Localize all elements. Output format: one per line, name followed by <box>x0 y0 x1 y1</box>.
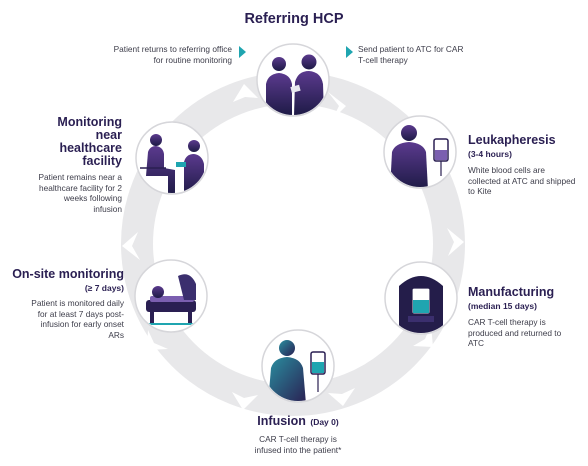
top-right-note: Send patient to ATC for CAR T-cell thera… <box>358 44 464 65</box>
onsite-monitoring-desc: Patient is monitored daily for at least … <box>31 298 124 340</box>
infusion-desc: CAR T-cell therapy is infused into the p… <box>254 434 342 455</box>
node-infusion <box>261 329 335 403</box>
node-manufacturing <box>384 261 458 335</box>
manufacturing-title: Manufacturing <box>468 285 555 299</box>
leukapheresis-label: Leukapheresis (3-4 hours) White blood ce… <box>468 134 578 197</box>
lab-container-icon <box>399 276 443 333</box>
monitoring-near-facility-label: Monitoring near healthcare facility Pati… <box>14 116 122 214</box>
infusion-duration: (Day 0) <box>310 417 339 427</box>
top-left-note: Patient returns to referring office for … <box>113 44 232 65</box>
infusion-patient-icon <box>268 340 326 401</box>
node-leukapheresis <box>383 115 457 189</box>
onsite-monitoring-duration: (≥ 7 days) <box>84 283 124 293</box>
monitoring-near-facility-title: Monitoring near healthcare facility <box>57 115 122 168</box>
infusion-label: Infusion (Day 0) CAR T-cell therapy is i… <box>224 412 372 455</box>
arrow-right-marker <box>346 46 353 58</box>
page-title: Referring HCP <box>244 11 344 27</box>
leukapheresis-duration: (3-4 hours) <box>468 149 512 159</box>
leukapheresis-title: Leukapheresis <box>468 133 556 147</box>
node-referring-hcp <box>256 43 330 117</box>
arrow-left-marker <box>239 46 246 58</box>
manufacturing-label: Manufacturing (median 15 days) CAR T-cel… <box>468 286 578 349</box>
onsite-monitoring-title: On-site monitoring <box>12 267 124 281</box>
manufacturing-desc: CAR T-cell therapy is produced and retur… <box>468 317 562 348</box>
infusion-title: Infusion <box>257 414 306 428</box>
doctor-patient-icon <box>266 54 324 115</box>
monitoring-near-facility-desc: Patient remains near a healthcare facili… <box>38 172 122 214</box>
leukapheresis-desc: White blood cells are collected at ATC a… <box>468 165 576 196</box>
node-onsite-monitoring <box>134 259 208 333</box>
onsite-monitoring-label: On-site monitoring (≥ 7 days) Patient is… <box>12 268 124 340</box>
manufacturing-duration: (median 15 days) <box>468 301 537 311</box>
patient-iv-bag-icon <box>390 125 449 187</box>
hospital-bed-icon <box>146 274 198 325</box>
